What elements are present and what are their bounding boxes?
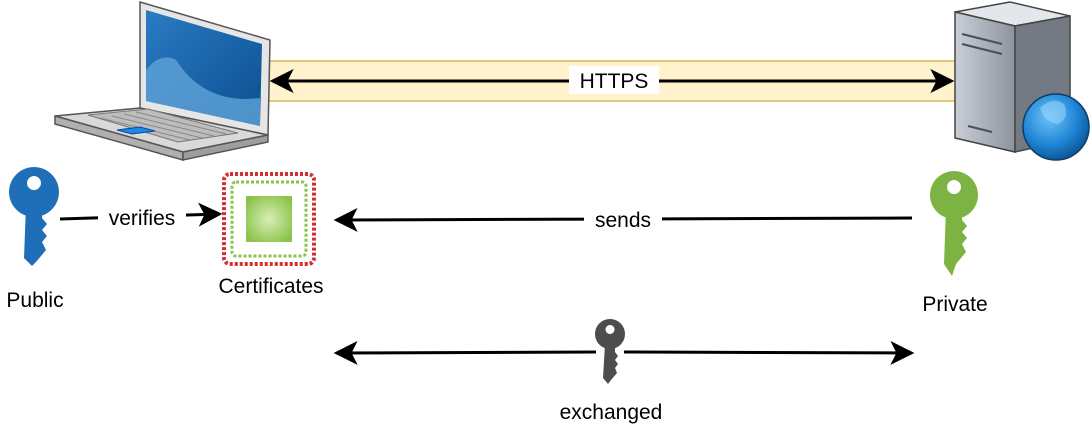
laptop-icon (54, 0, 271, 161)
sends-label: sends (595, 209, 651, 232)
exchanged-edge (333, 340, 915, 365)
verifies-edge: verifies (59, 202, 223, 231)
public-key-label: Public (6, 289, 63, 312)
private-key-icon (929, 171, 978, 276)
private-key-label: Private (922, 293, 987, 316)
https-channel: HTTPS (267, 60, 957, 102)
certificates-label: Certificates (218, 275, 323, 298)
sends-label-bg (584, 206, 662, 234)
public-key-icon (8, 167, 59, 266)
https-label-bg (569, 66, 659, 94)
server-globe-icon (954, 1, 1090, 161)
https-label: HTTPS (580, 70, 649, 93)
verifies-label-bg (98, 203, 186, 231)
session-key-icon (594, 319, 625, 384)
exchanged-label: exchanged (560, 401, 663, 424)
verifies-label: verifies (109, 207, 176, 230)
sends-edge: sends (333, 206, 913, 234)
certificate-icon (222, 172, 316, 266)
